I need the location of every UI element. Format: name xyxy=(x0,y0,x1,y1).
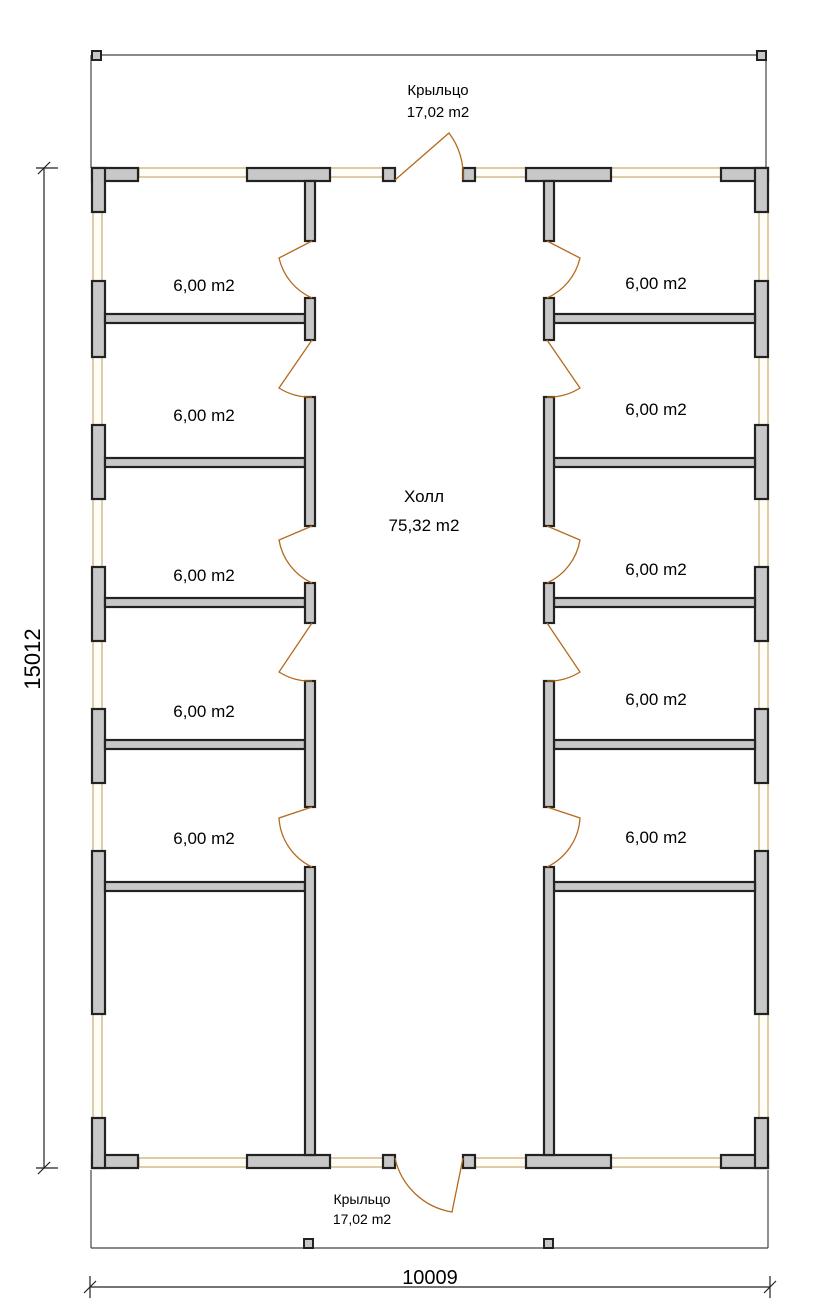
porch-bottom-area: 17,02 m2 xyxy=(333,1211,392,1227)
room-door-left-2 xyxy=(278,339,313,398)
room-door-right-3 xyxy=(546,525,581,584)
interior-walls xyxy=(103,179,757,1157)
room-door-left-3 xyxy=(278,525,313,584)
room-left-4-area: 6,00 m2 xyxy=(173,702,234,721)
room-right-5-area: 6,00 m2 xyxy=(625,828,686,847)
porch-post xyxy=(303,1238,314,1249)
room-door-left-4 xyxy=(278,622,313,682)
porch-outline-top xyxy=(90,50,767,168)
dimension-height xyxy=(36,161,58,1175)
room-door-right-5 xyxy=(546,806,581,868)
room-door-right-2 xyxy=(546,339,581,398)
dimension-width xyxy=(83,1276,777,1298)
room-left-2-area: 6,00 m2 xyxy=(173,406,234,425)
door-swings xyxy=(278,132,581,1213)
porch-bottom-name: Крыльцо xyxy=(333,1191,390,1207)
exterior-walls xyxy=(90,166,770,1170)
hall-area: 75,32 m2 xyxy=(389,516,460,535)
dimension-width-label: 10009 xyxy=(402,1267,458,1289)
room-left-1-area: 6,00 m2 xyxy=(173,276,234,295)
porch-top-name: Крыльцо xyxy=(407,82,468,99)
porch-post xyxy=(91,50,102,61)
room-door-right-4 xyxy=(546,622,581,682)
room-left-3-area: 6,00 m2 xyxy=(173,566,234,585)
dimension-height-label: 15012 xyxy=(20,628,45,689)
room-door-left-1 xyxy=(278,240,313,299)
porch-post xyxy=(543,1238,554,1249)
room-left-5-area: 6,00 m2 xyxy=(173,829,234,848)
room-right-4-area: 6,00 m2 xyxy=(625,690,686,709)
entrance-door-top xyxy=(394,132,464,181)
entrance-door-bottom xyxy=(394,1157,464,1213)
room-right-2-area: 6,00 m2 xyxy=(625,400,686,419)
porch-outline-bottom xyxy=(90,1170,769,1249)
windows xyxy=(92,167,769,1168)
room-right-1-area: 6,00 m2 xyxy=(625,274,686,293)
room-right-3-area: 6,00 m2 xyxy=(625,560,686,579)
porch-top-area: 17,02 m2 xyxy=(407,104,470,121)
room-door-left-5 xyxy=(278,806,313,868)
hall-name: Холл xyxy=(404,487,444,506)
porch-post xyxy=(756,50,767,61)
room-door-right-1 xyxy=(546,240,581,299)
